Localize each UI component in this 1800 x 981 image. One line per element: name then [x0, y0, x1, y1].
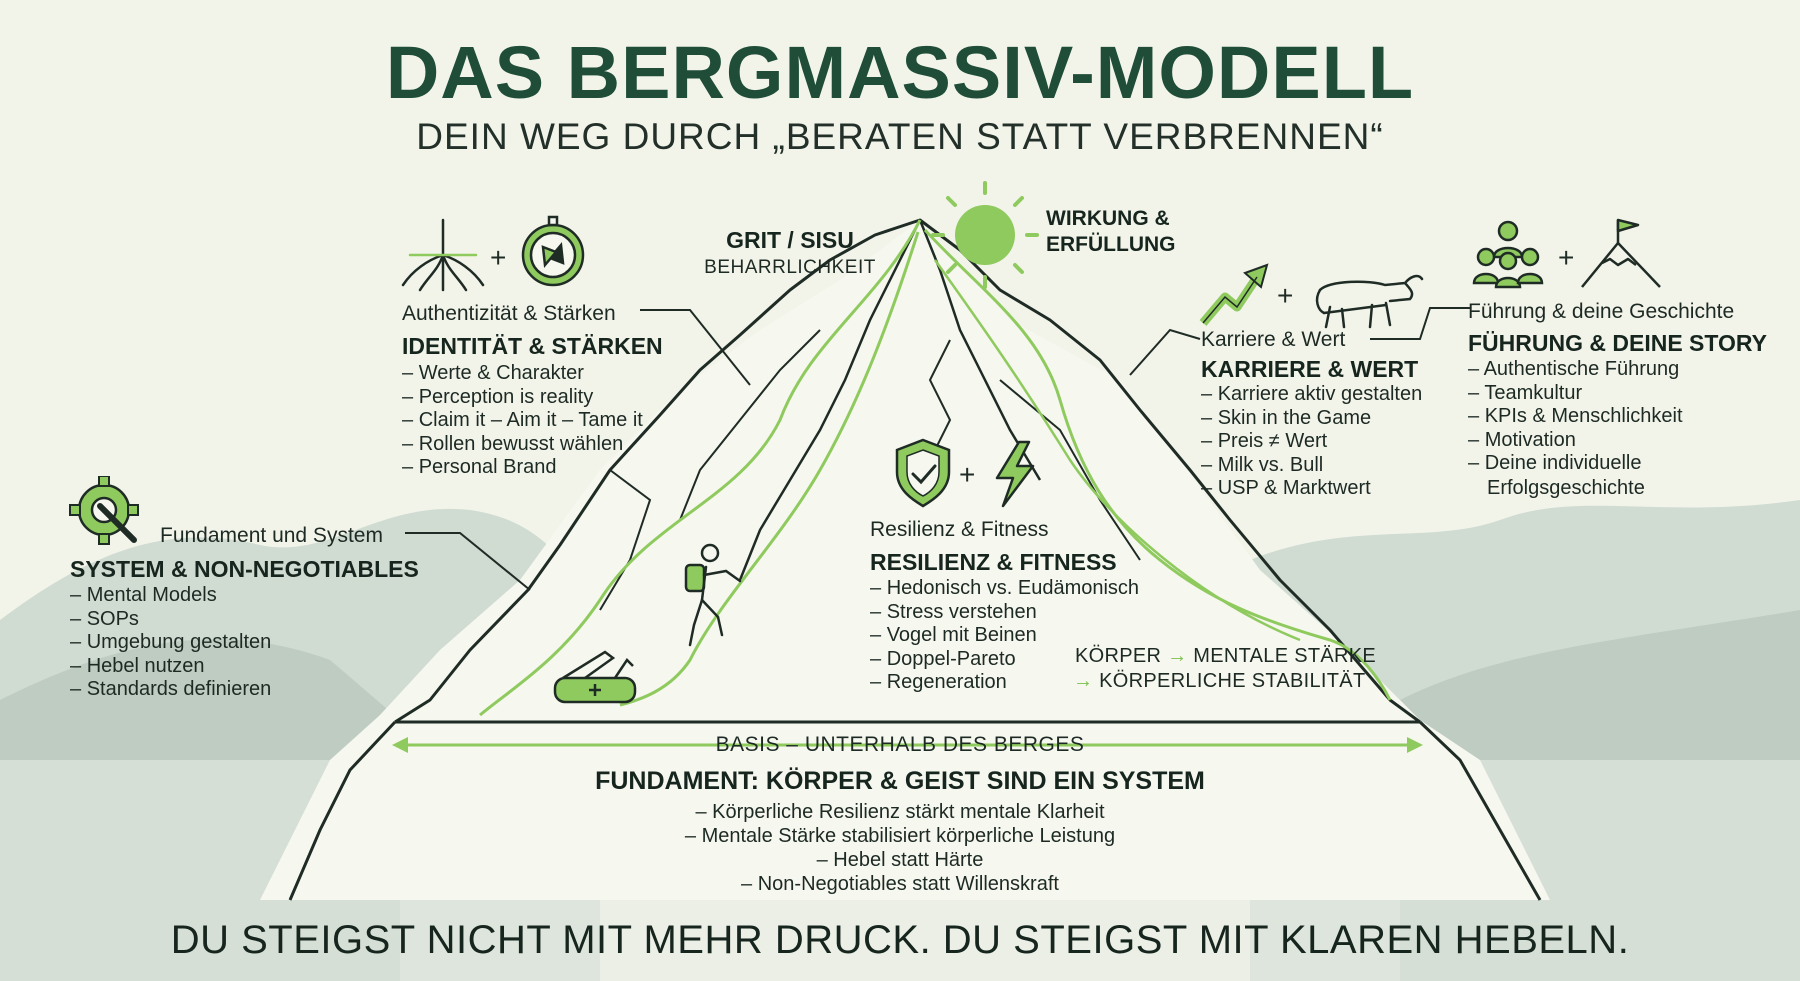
gear-wrench-icon — [69, 476, 139, 545]
resilienz-list: Hedonisch vs. Eudämonisch Stress versteh… — [870, 577, 1139, 695]
fuehrung-heading: FÜHRUNG & DEINE STORY — [1468, 330, 1768, 356]
grit-subtitle: BEHARRLICHKEIT — [704, 257, 876, 278]
multitool-icon — [553, 650, 637, 704]
callout-line-identitaet — [640, 309, 751, 386]
identitaet-list: Werte & Charakter Perception is reality … — [402, 362, 643, 480]
list-item: Personal Brand — [402, 456, 643, 480]
list-item: Hebel nutzen — [70, 655, 271, 679]
list-item: SOPs — [70, 608, 271, 632]
fuehrung-icons: + — [1472, 218, 1661, 289]
wirkung-line1: WIRKUNG & — [1046, 207, 1170, 230]
fundament-heading: FUNDAMENT: KÖRPER & GEIST SIND EIN SYSTE… — [595, 767, 1205, 795]
list-item: Mentale Stärke stabilisiert körperliche … — [0, 824, 1800, 848]
fuehrung-label: Führung & deine Geschichte — [1468, 300, 1735, 323]
basis-label: BASIS – UNTERHALB DES BERGES — [715, 733, 1085, 756]
identitaet-icons: + — [401, 215, 585, 292]
koerper-line2-text: KÖRPERLICHE STABILITÄT — [1099, 670, 1366, 692]
identitaet-label: Authentizität & Stärken — [402, 302, 616, 325]
arrow-right-icon: → — [1167, 645, 1188, 667]
list-item: KPIs & Menschlichkeit — [1468, 405, 1683, 429]
list-item: Hebel statt Härte — [0, 848, 1800, 872]
list-item: Rollen bewusst wählen — [402, 433, 643, 457]
fuehrung-list: Authentische Führung Teamkultur KPIs & M… — [1468, 358, 1683, 476]
lightning-icon — [995, 440, 1035, 508]
list-item: Claim it – Aim it – Tame it — [402, 409, 643, 433]
callout-line-karriere — [1370, 307, 1470, 340]
karriere-plus: + — [1277, 280, 1293, 311]
sun-icon — [931, 181, 1039, 289]
shield-check-icon — [895, 438, 951, 508]
compass-icon — [521, 215, 585, 287]
list-item: Milk vs. Bull — [1201, 454, 1422, 478]
koerper-line1-b: MENTALE STÄRKE — [1193, 645, 1377, 667]
identitaet-heading: IDENTITÄT & STÄRKEN — [402, 333, 663, 359]
callout-line-system — [405, 532, 531, 591]
resilienz-label: Resilienz & Fitness — [870, 518, 1049, 541]
karriere-label: Karriere & Wert — [1201, 328, 1346, 351]
resilienz-plus: + — [959, 459, 975, 490]
grit-title: GRIT / SISU — [726, 227, 854, 253]
list-item: USP & Marktwert — [1201, 477, 1422, 501]
identitaet-plus: + — [490, 242, 506, 273]
list-item: Standards definieren — [70, 678, 272, 702]
list-item: Non-Negotiables statt Willenskraft — [0, 872, 1800, 896]
list-item: Hedonisch vs. Eudämonisch — [870, 577, 1139, 601]
koerper-line1-a: KÖRPER — [1075, 645, 1162, 667]
growth-arrow-icon — [1199, 263, 1269, 326]
list-item: Mental Models — [70, 584, 271, 608]
arrow-right-icon: → — [1073, 670, 1094, 692]
karriere-icons: + — [1199, 263, 1424, 329]
list-item: Regeneration — [870, 671, 1139, 695]
list-item: Skin in the Game — [1201, 407, 1422, 431]
system-label: Fundament und System — [160, 524, 383, 547]
koerper-line2: → KÖRPERLICHE STABILITÄT — [1073, 670, 1365, 693]
list-item: Stress verstehen — [870, 601, 1139, 625]
list-item: Authentische Führung — [1468, 358, 1683, 382]
list-item: Karriere aktiv gestalten — [1201, 383, 1423, 407]
page-subtitle: DEIN WEG DURCH „BERATEN STATT VERBRENNEN… — [416, 116, 1384, 157]
roots-icon — [401, 218, 485, 292]
path-green-right — [923, 228, 1392, 701]
list-item: Preis ≠ Wert — [1201, 430, 1422, 454]
list-item: Werte & Charakter — [402, 362, 643, 386]
team-icon — [1472, 220, 1544, 289]
path-green-left — [479, 219, 922, 717]
fundament-list: Körperliche Resilienz stärkt mentale Kla… — [0, 800, 1800, 896]
list-item: Vogel mit Beinen — [870, 624, 1139, 648]
fuehrung-plus: + — [1558, 242, 1574, 273]
system-list: Mental Models SOPs Umgebung gestalten He… — [70, 584, 272, 702]
mountain-body — [260, 220, 1550, 900]
karriere-list: Karriere aktiv gestalten Skin in the Gam… — [1201, 383, 1423, 501]
resilienz-heading: RESILIENZ & FITNESS — [870, 549, 1117, 575]
list-item: Deine individuelle — [1468, 452, 1683, 476]
page-title: DAS BERGMASSIV-MODELL — [385, 31, 1415, 114]
resilienz-icons: + — [895, 438, 1035, 508]
fuehrung-item-continuation: Erfolgsgeschichte — [1487, 477, 1645, 499]
list-item: Doppel-Pareto — [870, 648, 1139, 672]
list-item: Motivation — [1468, 429, 1683, 453]
karriere-heading: KARRIERE & WERT — [1201, 356, 1419, 382]
path-green-mid — [619, 231, 920, 707]
climber-icon — [684, 543, 742, 647]
koerper-line1: KÖRPER → MENTALE STÄRKE — [1075, 645, 1376, 668]
footer-claim: DU STEIGST NICHT MIT MEHR DRUCK. DU STEI… — [170, 918, 1630, 962]
bull-icon — [1315, 274, 1424, 329]
list-item: Umgebung gestalten — [70, 631, 272, 655]
callout-line-karriere-ridge — [1129, 328, 1201, 376]
summit-flag-icon — [1581, 218, 1661, 288]
list-item: Perception is reality — [402, 386, 643, 410]
list-item: Körperliche Resilienz stärkt mentale Kla… — [0, 800, 1800, 824]
system-heading: SYSTEM & NON-NEGOTIABLES — [70, 556, 419, 582]
list-item: Teamkultur — [1468, 382, 1683, 406]
wirkung-line2: ERFÜLLUNG — [1046, 233, 1176, 256]
